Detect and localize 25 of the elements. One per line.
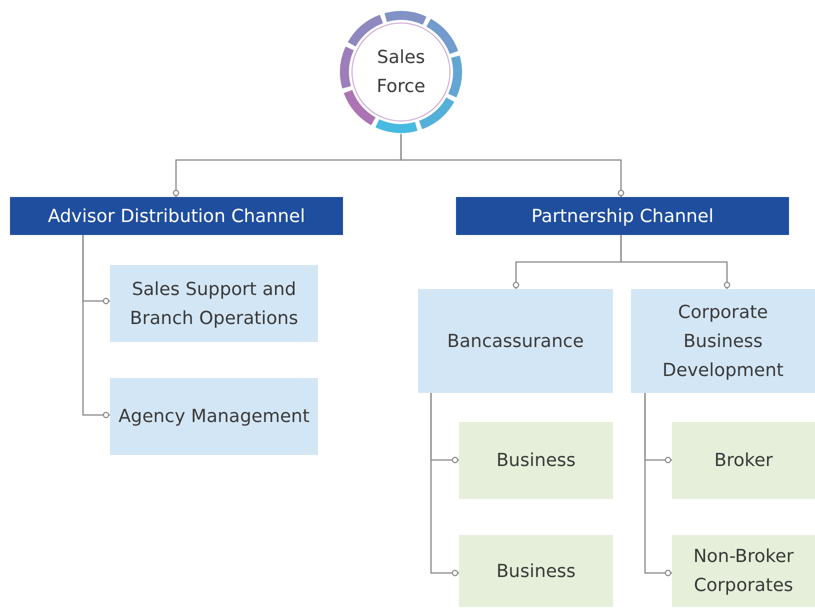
- unit-box: [631, 289, 815, 393]
- unit-box: [110, 265, 318, 342]
- connector-line: [82, 235, 110, 418]
- node-label: Advisor Distribution Channel: [46, 204, 306, 228]
- node-label: Bancassurance: [446, 330, 585, 354]
- sub-unit-box: [672, 422, 815, 499]
- node-label: Broker: [713, 449, 774, 473]
- sub-unit-box: [459, 422, 613, 499]
- unit-box: [110, 378, 318, 455]
- node-label: Non-Broker Corporates: [692, 545, 795, 598]
- node-label: Sales Support and Branch Operations: [128, 278, 300, 330]
- node-label: Corporate Business Development: [661, 300, 785, 382]
- connector-line: [620, 235, 730, 289]
- connector-line: [430, 393, 459, 576]
- node-label: Business: [495, 560, 577, 584]
- unit-box: [418, 289, 613, 393]
- connector-line: [644, 393, 672, 576]
- sub-unit-box: [672, 535, 815, 607]
- sub-unit-box: [459, 535, 613, 607]
- channel-box: [10, 197, 343, 235]
- connector-line: [400, 134, 624, 197]
- node-label: Agency Management: [117, 405, 311, 429]
- channel-box: [456, 197, 789, 235]
- node-label: Business: [495, 449, 577, 473]
- node-label: Partnership Channel: [530, 204, 715, 228]
